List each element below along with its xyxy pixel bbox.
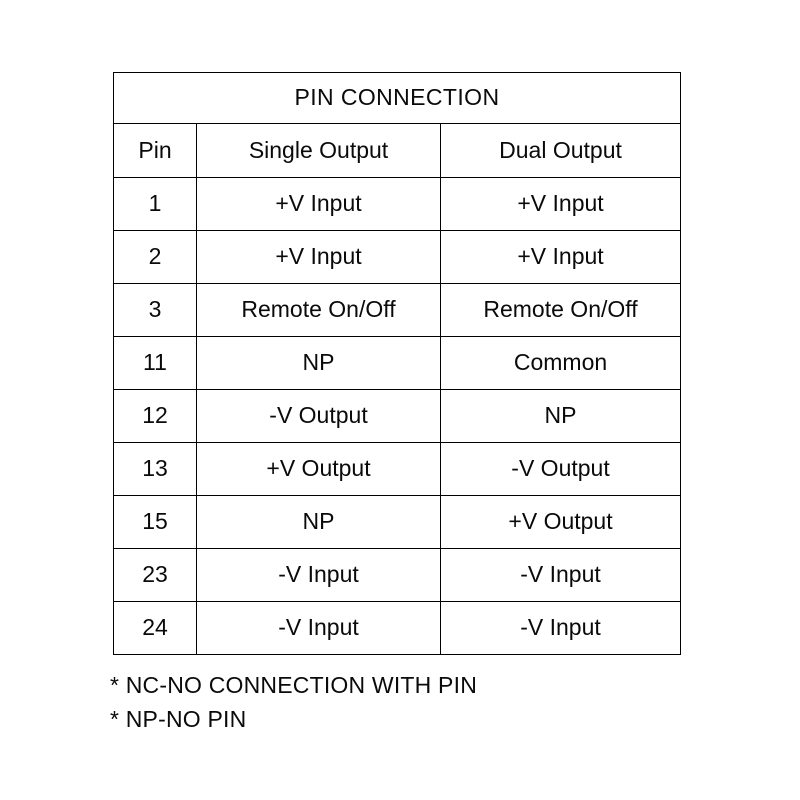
- table-header-row: Pin Single Output Dual Output: [113, 123, 682, 178]
- cell-single: NP: [196, 336, 441, 390]
- table-row: 15 NP +V Output: [113, 495, 682, 549]
- footnotes: * NC-NO CONNECTION WITH PIN * NP-NO PIN: [110, 668, 477, 736]
- cell-pin: 13: [113, 442, 197, 496]
- cell-single: +V Output: [196, 442, 441, 496]
- table-row: 13 +V Output -V Output: [113, 442, 682, 496]
- table-row: 11 NP Common: [113, 336, 682, 390]
- cell-pin: 12: [113, 389, 197, 443]
- cell-pin: 3: [113, 283, 197, 337]
- cell-pin: 2: [113, 230, 197, 284]
- footnote-nc: * NC-NO CONNECTION WITH PIN: [110, 672, 477, 698]
- cell-pin: 11: [113, 336, 197, 390]
- table-title-row: PIN CONNECTION: [112, 72, 682, 124]
- table-row: 24 -V Input -V Input: [113, 601, 682, 655]
- footnote-np: * NP-NO PIN: [110, 706, 247, 732]
- cell-dual: +V Input: [439, 177, 682, 231]
- table-row: 2 +V Input +V Input: [113, 230, 682, 284]
- cell-dual: Remote On/Off: [439, 283, 682, 337]
- cell-pin: 15: [113, 495, 197, 549]
- cell-single: +V Input: [196, 230, 441, 284]
- cell-dual: -V Input: [439, 548, 682, 602]
- cell-pin: 24: [113, 601, 197, 655]
- cell-single: Remote On/Off: [196, 283, 441, 337]
- cell-single: NP: [196, 495, 441, 549]
- table-title: PIN CONNECTION: [112, 72, 682, 124]
- cell-dual: +V Output: [439, 495, 682, 549]
- table-row: 23 -V Input -V Input: [113, 548, 682, 602]
- table-row: 3 Remote On/Off Remote On/Off: [113, 283, 682, 337]
- cell-dual: -V Output: [439, 442, 682, 496]
- pin-connection-table: PIN CONNECTION Pin Single Output Dual Ou…: [112, 72, 682, 655]
- cell-pin: 23: [113, 548, 197, 602]
- cell-dual: -V Input: [439, 601, 682, 655]
- cell-single: +V Input: [196, 177, 441, 231]
- cell-dual: NP: [439, 389, 682, 443]
- cell-single: -V Input: [196, 548, 441, 602]
- column-header-pin: Pin: [113, 123, 197, 178]
- cell-dual: Common: [439, 336, 682, 390]
- cell-single: -V Output: [196, 389, 441, 443]
- cell-single: -V Input: [196, 601, 441, 655]
- column-header-dual: Dual Output: [439, 123, 682, 178]
- cell-dual: +V Input: [439, 230, 682, 284]
- table-row: 1 +V Input +V Input: [113, 177, 682, 231]
- cell-pin: 1: [113, 177, 197, 231]
- column-header-single: Single Output: [196, 123, 441, 178]
- table-row: 12 -V Output NP: [113, 389, 682, 443]
